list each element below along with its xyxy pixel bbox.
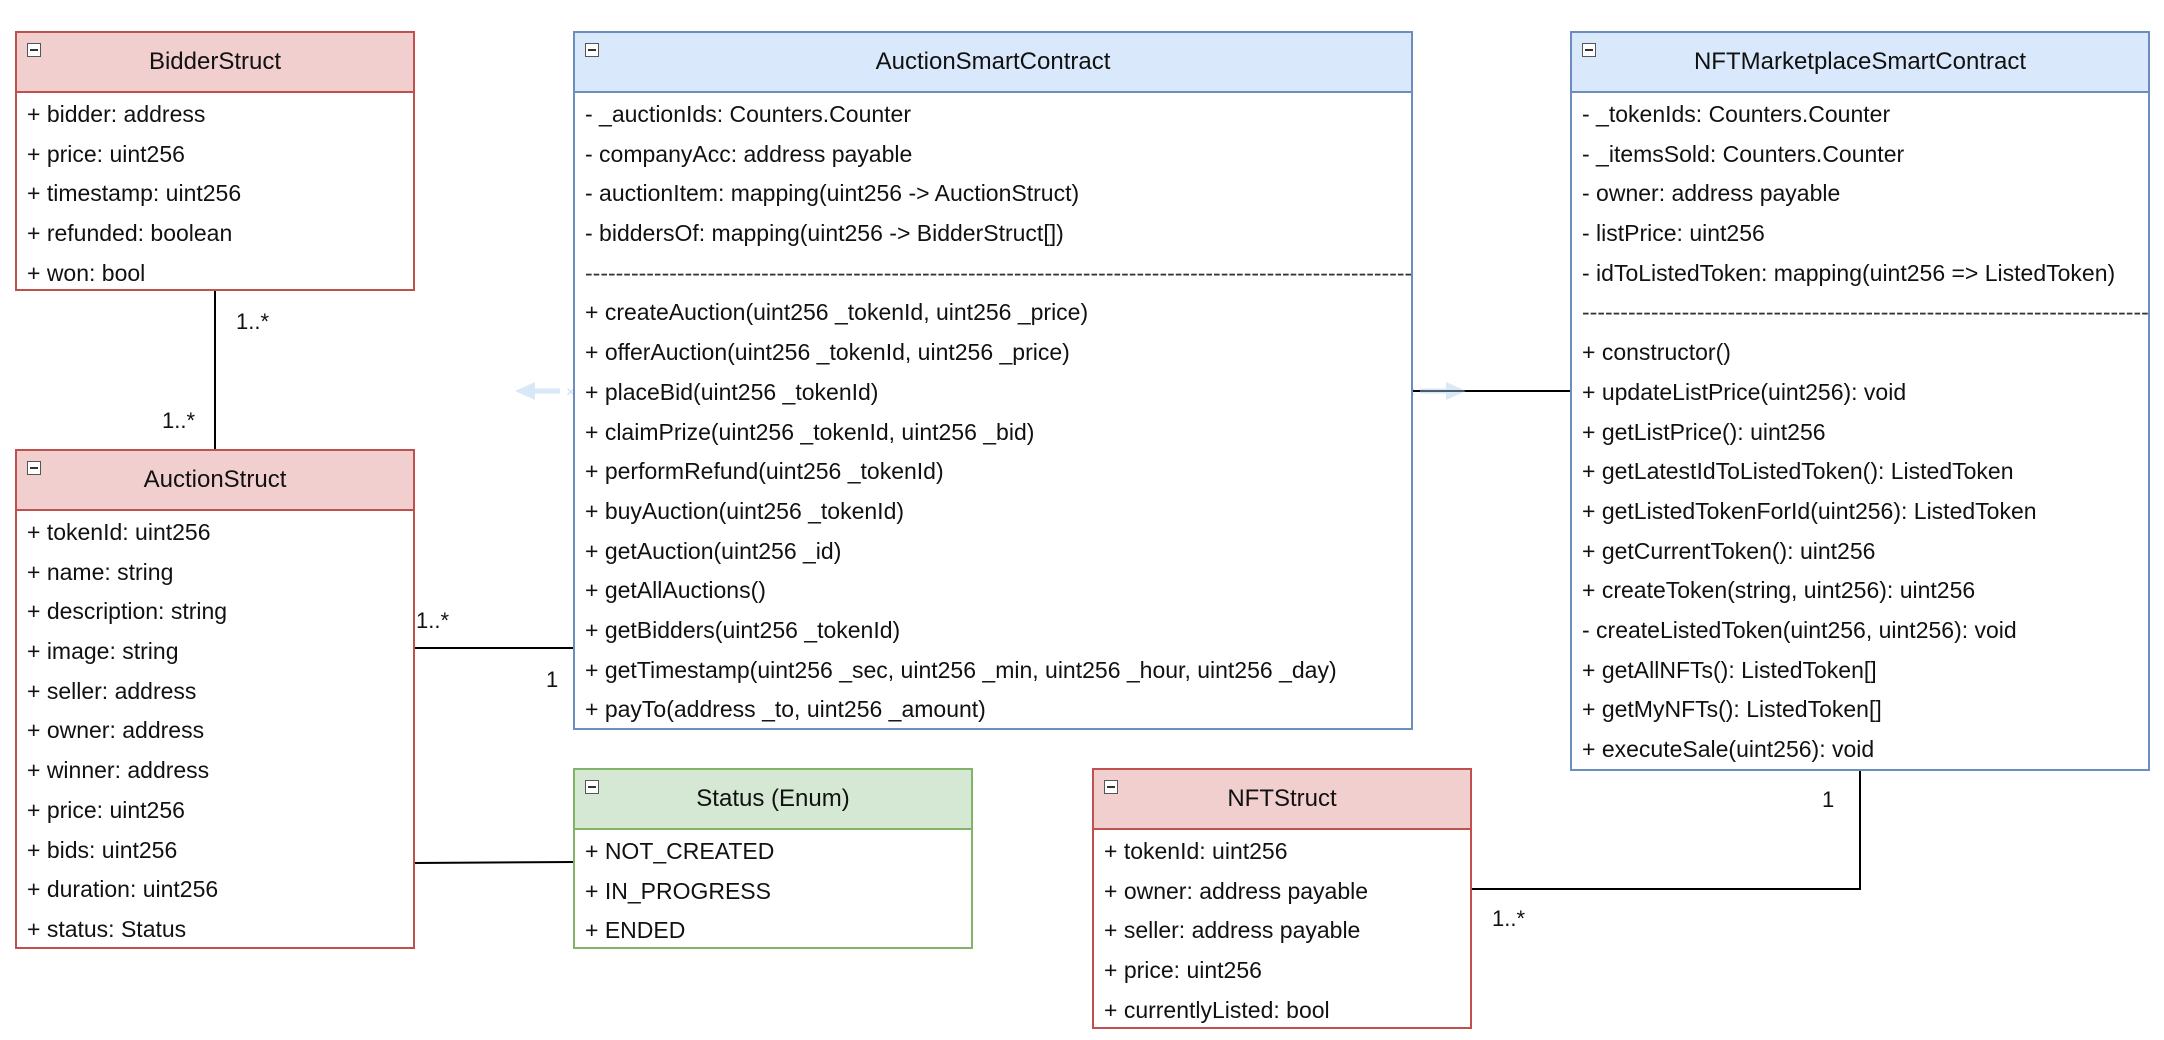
attribute: + seller: address [27, 677, 197, 704]
attribute: + description: string [27, 598, 228, 625]
method: + getBidders(uint256 _tokenId) [585, 616, 901, 643]
method: + constructor() [1582, 339, 1731, 366]
method: + payTo(address _to, uint256 _amount) [585, 696, 986, 723]
right-arrow-hint-icon: × [1406, 382, 1466, 401]
method: + getLatestIdToListedToken(): ListedToke… [1582, 458, 2014, 485]
method: + performRefund(uint256 _tokenId) [585, 458, 944, 485]
minus-box-icon[interactable] [27, 461, 41, 475]
multiplicity-label: 1..* [1492, 906, 1526, 931]
attribute: + tokenId: uint256 [1104, 838, 1288, 864]
minus-box-icon[interactable] [585, 43, 599, 57]
attribute: + seller: address payable [1104, 917, 1361, 944]
attribute: + bidder: address [27, 101, 206, 127]
attribute: + refunded: boolean [27, 220, 233, 247]
minus-box-icon[interactable] [1582, 43, 1596, 57]
minus-box-icon[interactable] [27, 43, 41, 57]
class-title: AuctionSmartContract [875, 48, 1111, 75]
multiplicity-label: 1 [546, 667, 559, 692]
method: + offerAuction(uint256 _tokenId, uint256… [585, 339, 1070, 366]
attribute: + owner: address [27, 717, 205, 744]
class-nft-marketplace-smart-contract[interactable]: NFTMarketplaceSmartContract - _tokenIds:… [1570, 31, 2150, 771]
member-divider: ----------------------------------------… [1582, 299, 2148, 326]
attribute: - auctionItem: mapping(uint256 -> Auctio… [585, 180, 1080, 207]
attribute: - idToListedToken: mapping(uint256 => Li… [1582, 259, 2116, 286]
method: + getListPrice(): uint256 [1582, 418, 1826, 445]
attribute: + image: string [27, 638, 179, 665]
method: + executeSale(uint256): void [1582, 736, 1875, 762]
multiplicity-label: 1..* [416, 608, 450, 633]
method: + updateListPrice(uint256): void [1582, 378, 1907, 405]
class-title: NFTMarketplaceSmartContract [1693, 48, 2027, 75]
edge-auctionstruct-status [413, 861, 576, 864]
attribute: + won: bool [27, 259, 146, 286]
method: + getAllNFTs(): ListedToken[] [1582, 656, 1877, 683]
method: + getAuction(uint256 _id) [585, 537, 842, 564]
attribute: + duration: uint256 [27, 876, 219, 903]
minus-box-icon[interactable] [1104, 780, 1118, 794]
class-title: NFTStruct [1227, 785, 1337, 812]
attribute: - listPrice: uint256 [1582, 220, 1765, 247]
attribute-list: + tokenId: uint256 + name: string + desc… [17, 511, 413, 950]
left-arrow-hint-icon: × [515, 382, 575, 401]
method: + buyAuction(uint256 _tokenId) [585, 497, 905, 524]
attribute: - _tokenIds: Counters.Counter [1582, 101, 1891, 127]
attribute: + currentlyListed: bool [1104, 996, 1330, 1023]
class-header[interactable]: Status (Enum) [575, 770, 971, 830]
attribute: + bids: uint256 [27, 836, 178, 863]
class-title: AuctionStruct [143, 466, 287, 493]
method: + getListedTokenForId(uint256): ListedTo… [1582, 497, 2037, 524]
attribute-list: + bidder: address + price: uint256 + tim… [17, 93, 413, 293]
attribute: + owner: address payable [1104, 877, 1369, 904]
method: + createToken(string, uint256): uint256 [1582, 577, 1976, 604]
method: + getAllAuctions() [585, 577, 766, 604]
attribute: + name: string [27, 558, 174, 585]
class-auction-struct[interactable]: AuctionStruct + tokenId: uint256 + name:… [15, 449, 415, 949]
attribute: + price: uint256 [27, 796, 185, 823]
multiplicity-label: 1..* [236, 309, 270, 334]
attribute-list: + tokenId: uint256 + owner: address paya… [1094, 830, 1470, 1030]
class-header[interactable]: NFTMarketplaceSmartContract [1572, 33, 2148, 93]
class-nft-struct[interactable]: NFTStruct + tokenId: uint256 + owner: ad… [1092, 768, 1472, 1029]
multiplicity-label: 1 [1822, 787, 1835, 812]
class-title: BidderStruct [148, 48, 282, 75]
class-bidder-struct[interactable]: BidderStruct + bidder: address + price: … [15, 31, 415, 291]
member-divider: ----------------------------------------… [585, 259, 1411, 286]
attribute: - biddersOf: mapping(uint256 -> BidderSt… [585, 220, 1064, 247]
attribute: - _auctionIds: Counters.Counter [585, 101, 912, 127]
multiplicity-label: 1..* [162, 408, 196, 433]
attribute: + timestamp: uint256 [27, 180, 242, 207]
attribute: + price: uint256 [27, 140, 185, 167]
class-title: Status (Enum) [696, 785, 850, 812]
enum-value: + IN_PROGRESS [585, 877, 771, 904]
class-header[interactable]: NFTStruct [1094, 770, 1470, 830]
class-status-enum[interactable]: Status (Enum) + NOT_CREATED + IN_PROGRES… [573, 768, 973, 949]
method: + getMyNFTs(): ListedToken[] [1582, 696, 1882, 723]
enum-value: + ENDED [585, 917, 686, 944]
attribute: + price: uint256 [1104, 957, 1262, 984]
edge-marketplace-nftstruct [1471, 770, 1861, 890]
class-header[interactable]: BidderStruct [17, 33, 413, 93]
minus-box-icon[interactable] [585, 780, 599, 794]
method: + claimPrize(uint256 _tokenId, uint256 _… [585, 418, 1035, 445]
class-header[interactable]: AuctionStruct [17, 451, 413, 511]
attribute: - owner: address payable [1582, 180, 1841, 207]
method: - createListedToken(uint256, uint256): v… [1582, 616, 2017, 643]
class-header[interactable]: AuctionSmartContract [575, 33, 1411, 93]
member-list: - _auctionIds: Counters.Counter - compan… [575, 93, 1411, 730]
method: + getCurrentToken(): uint256 [1582, 537, 1876, 564]
enum-value-list: + NOT_CREATED + IN_PROGRESS + ENDED [575, 830, 971, 951]
class-auction-smart-contract[interactable]: AuctionSmartContract - _auctionIds: Coun… [573, 31, 1413, 730]
member-list: - _tokenIds: Counters.Counter - _itemsSo… [1572, 93, 2148, 770]
method: + getTimestamp(uint256 _sec, uint256 _mi… [585, 656, 1337, 683]
attribute: + status: Status [27, 915, 187, 942]
method: + createAuction(uint256 _tokenId, uint25… [585, 299, 1089, 326]
enum-value: + NOT_CREATED [585, 838, 775, 864]
attribute: + winner: address [27, 757, 210, 784]
method: + placeBid(uint256 _tokenId) [585, 378, 879, 405]
attribute: - companyAcc: address payable [585, 140, 913, 167]
attribute: - _itemsSold: Counters.Counter [1582, 140, 1905, 167]
attribute: + tokenId: uint256 [27, 519, 211, 545]
